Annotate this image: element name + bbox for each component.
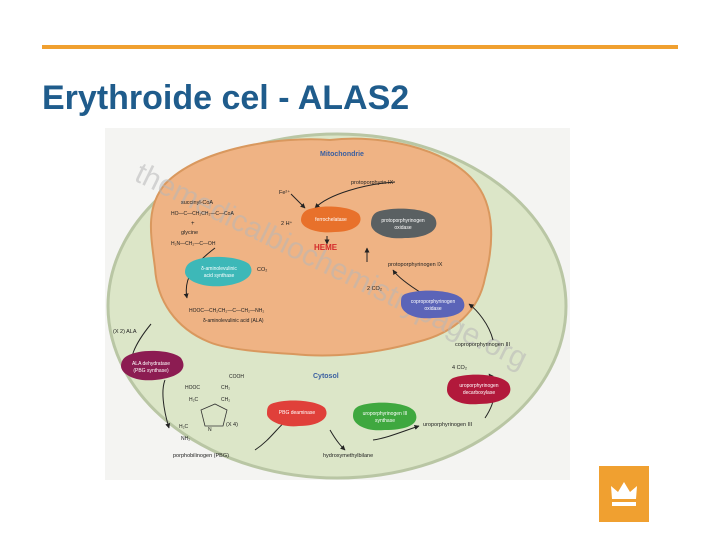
protoporphyrin-ix-label: protoporphyrin IX — [351, 180, 394, 186]
uroporphyrinogen-iii-label: uroporphyrinogen III — [423, 422, 473, 428]
protoporphyrinogen-oxidase-label-1: protoporphyrinogen — [381, 218, 425, 224]
pbg-ch2-a: CH₂ — [221, 385, 230, 391]
slide-title: Erythroide cel - ALAS2 — [42, 79, 410, 117]
ala-formula: HOOC—CH₂CH₂—C—CH₂—NH₂ — [189, 308, 264, 314]
co2-alas-label: CO₂ — [257, 267, 267, 273]
four-co2-label: 4 CO₂ — [452, 365, 467, 371]
coproporphyrinogen-oxidase-label-2: oxidase — [424, 306, 441, 312]
pbg-deaminase-label: PBG deaminase — [279, 410, 316, 416]
accent-rule — [42, 45, 678, 49]
uroporphyrinogen-decarboxylase-label-2: decarboxylase — [463, 390, 495, 396]
glycine-formula: H₂N—CH₂—C—OH — [171, 241, 216, 247]
pbg-ring — [200, 403, 228, 427]
arrow-protoix — [314, 181, 396, 209]
succinyl-formula: HO—C—CH₂CH₂—C—CoA — [171, 211, 234, 217]
arrow-dehydratase — [162, 379, 171, 429]
arrow-fe — [290, 193, 306, 209]
pbg-h2c: H₂C — [189, 397, 199, 403]
heme-synthesis-diagram: themedicalbiochemistrypage.org Mitochond… — [105, 128, 570, 480]
ala-dehydratase-label-2: (PBG synthase) — [133, 368, 169, 374]
coproporphyrinogen-iii-label: coproporphyrinogen III — [455, 342, 511, 348]
ala-dehydratase-label-1: ALA dehydratase — [132, 361, 170, 367]
enzyme-coproporphyrinogen-oxidase: coproporphyrinogen oxidase — [401, 290, 465, 319]
glycine-label: glycine — [181, 230, 198, 236]
crown-base-icon — [612, 502, 636, 506]
protoporphyrinogen-oxidase-label-2: oxidase — [394, 225, 411, 231]
two-ala-label: (X 2) ALA — [113, 329, 137, 335]
crown-icon — [611, 482, 637, 499]
uroporphyrinogen-decarboxylase-label-1: uroporphyrinogen — [459, 383, 498, 389]
arrow-uro-synthase — [372, 425, 420, 441]
fe2-label: Fe²⁺ — [279, 189, 290, 196]
ala-synthase-label-1: δ-aminolevulinic — [201, 266, 237, 272]
ala-synthase-label-2: acid synthase — [204, 273, 235, 279]
enzyme-uroporphyrinogen-synthase: uroporphyrinogen III synthase — [353, 402, 417, 431]
uroporphyrinogen-synthase-label-2: synthase — [375, 418, 395, 424]
cytosol-label: Cytosol — [313, 373, 339, 380]
enzyme-protoporphyrinogen-oxidase: protoporphyrinogen oxidase — [371, 208, 437, 239]
enzyme-pbg-deaminase: PBG deaminase — [267, 400, 327, 427]
enzyme-ferrochelatase: ferrochelatase — [301, 206, 361, 233]
protoporphyrinogen-ix-label: protoporphyrinogen IX — [388, 262, 443, 268]
two-h-label: 2 H⁺ — [281, 220, 293, 227]
enzyme-ala-synthase: δ-aminolevulinic acid synthase — [185, 256, 252, 287]
succinyl-coa-label: succinyl-CoA — [181, 200, 213, 206]
pbg-n: N — [208, 427, 212, 433]
enzyme-uroporphyrinogen-decarboxylase: uroporphyrinogen decarboxylase — [447, 374, 511, 405]
hydroxymethylbilane-label: hydroxymethylbilane — [323, 453, 373, 459]
ferrochelatase-label: ferrochelatase — [315, 217, 347, 223]
mitochondrion-label: Mitochondrie — [320, 151, 364, 158]
pbg-h2c-b: H₂C — [179, 424, 189, 430]
x4-label: (X 4) — [226, 422, 238, 428]
crown-logo — [599, 466, 649, 522]
coproporphyrinogen-oxidase-label-1: coproporphyrinogen — [411, 299, 456, 305]
porphobilinogen-label: porphobilinogen (PBG) — [173, 453, 229, 459]
pbg-hooc: HOOC — [185, 385, 200, 391]
pbg-ch2-b: CH₂ — [221, 397, 230, 403]
arrow-copro-import — [468, 303, 494, 341]
arrow-hmb — [329, 429, 346, 451]
uroporphyrinogen-synthase-label-1: uroporphyrinogen III — [363, 411, 408, 417]
enzyme-ala-dehydratase: ALA dehydratase (PBG synthase) — [121, 350, 184, 381]
ala-name: δ-aminolevulinic acid (ALA) — [203, 318, 264, 324]
pbg-nh2: NH₂ — [181, 436, 190, 442]
heme-label: HEME — [314, 243, 338, 252]
pbg-cooh: COOH — [229, 374, 244, 380]
two-co2-label: 2 CO₂ — [367, 286, 382, 292]
plus-sign: + — [191, 221, 195, 227]
